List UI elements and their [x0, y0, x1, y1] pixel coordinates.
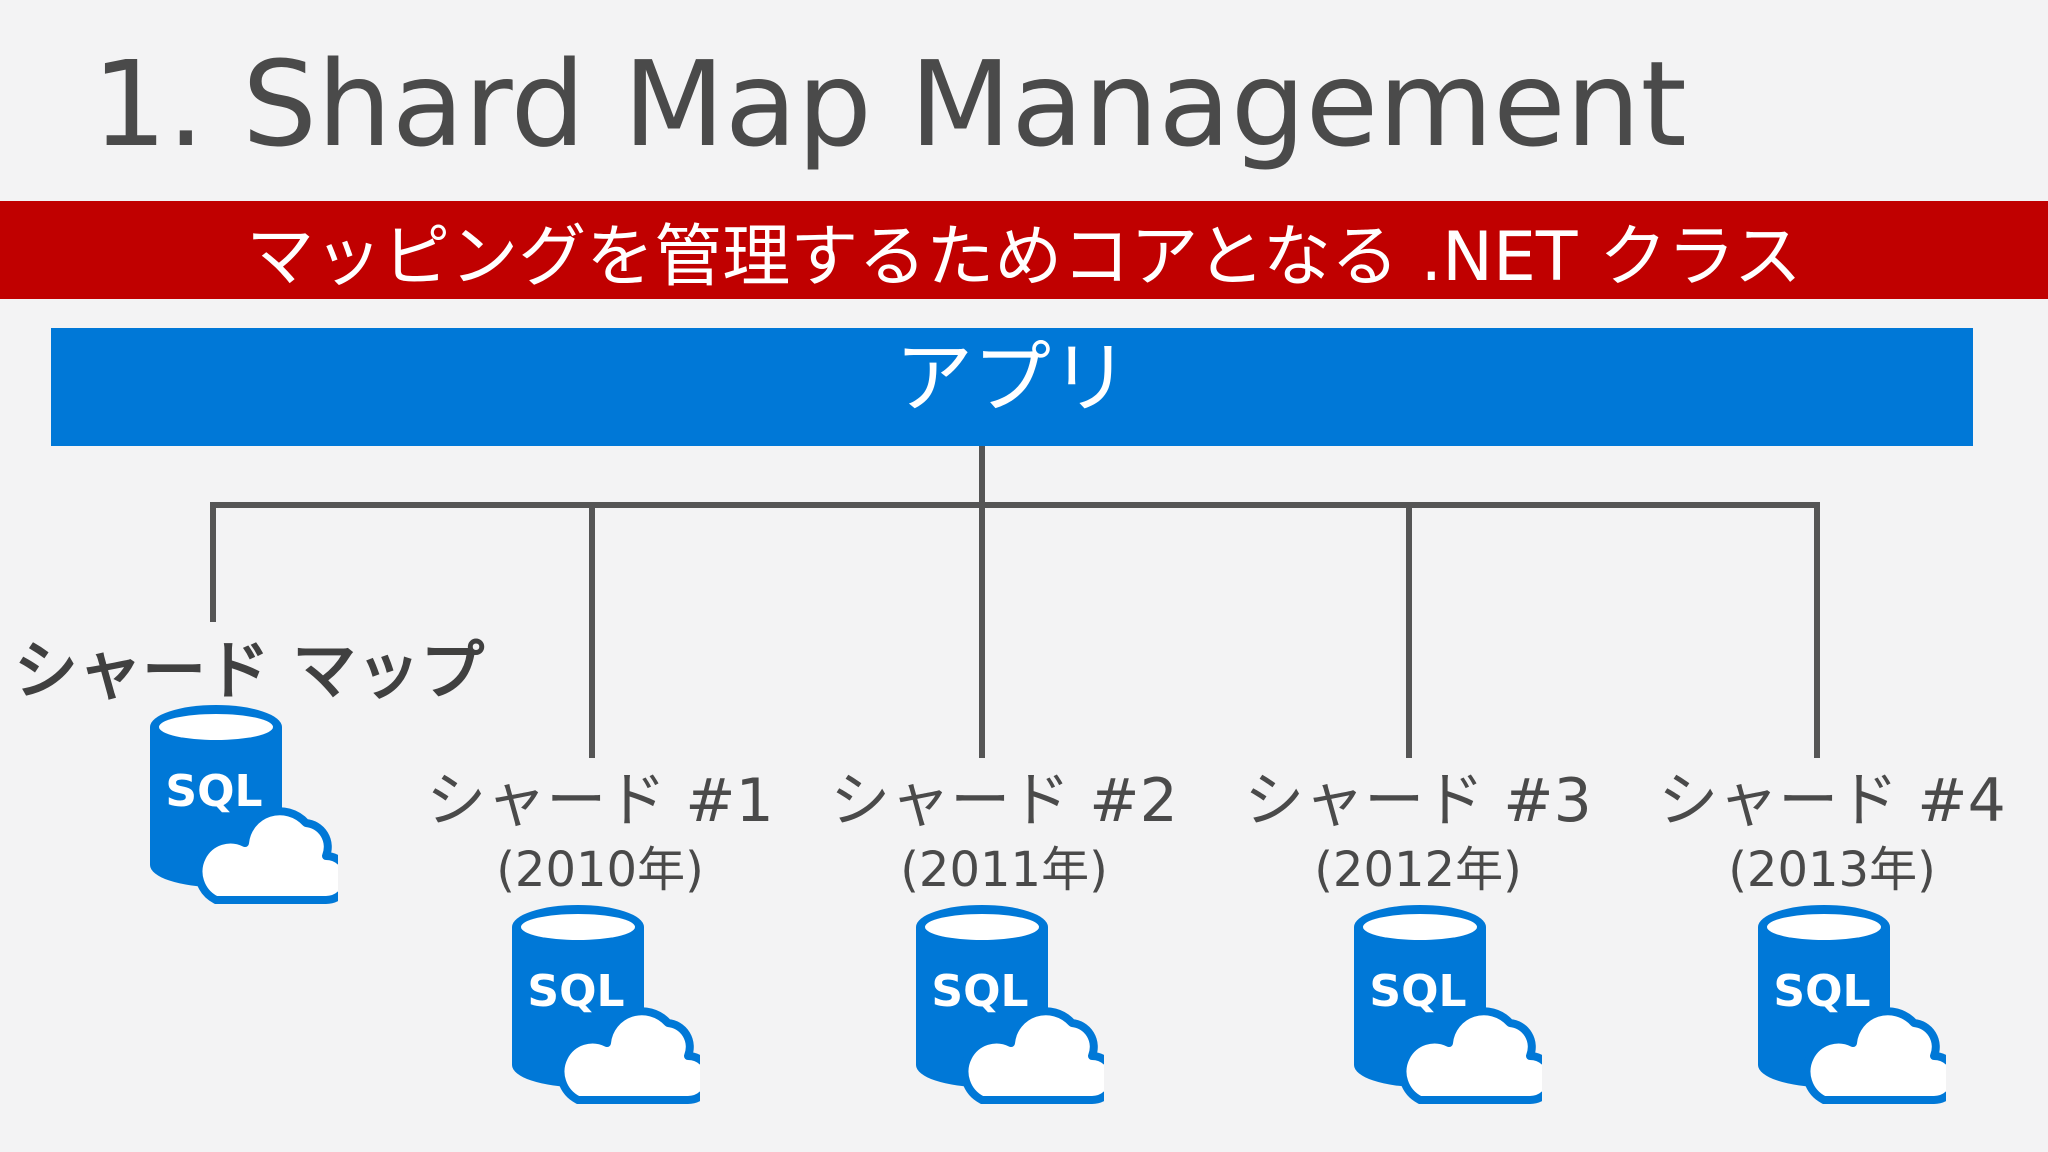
sql-text: SQL	[527, 966, 624, 1017]
red-banner: マッピングを管理するためコアとなる .NET クラス	[0, 201, 2048, 299]
shard-3-name: シャード #3	[1244, 766, 1592, 836]
sql-text: SQL	[165, 766, 262, 817]
shard-1-name: シャード #1	[426, 766, 774, 836]
sql-text: SQL	[1369, 966, 1466, 1017]
sql-text: SQL	[931, 966, 1028, 1017]
shard-2-db-icon: SQL	[916, 905, 1104, 1104]
shard-2-name: シャード #2	[830, 766, 1178, 836]
shard-1-db-icon: SQL	[512, 905, 700, 1104]
shard-3-year: (2012年)	[1314, 842, 1522, 898]
shard-2-year: (2011年)	[900, 842, 1108, 898]
shard-4-db-icon: SQL	[1758, 905, 1946, 1104]
shard-map-label: シャード マップ	[14, 635, 485, 709]
sql-text: SQL	[1773, 966, 1870, 1017]
banner-text: マッピングを管理するためコアとなる .NET クラス	[246, 217, 1802, 297]
app-bar: アプリ	[51, 328, 1973, 446]
shard-4-name: シャード #4	[1658, 766, 2006, 836]
shard-4-year: (2013年)	[1728, 842, 1936, 898]
shard-1-year: (2010年)	[496, 842, 704, 898]
slide-title: 1. Shard Map Management	[92, 35, 1687, 173]
app-label: アプリ	[894, 334, 1129, 424]
shard-map-db-icon: SQL	[150, 705, 338, 904]
shard-3-db-icon: SQL	[1354, 905, 1542, 1104]
